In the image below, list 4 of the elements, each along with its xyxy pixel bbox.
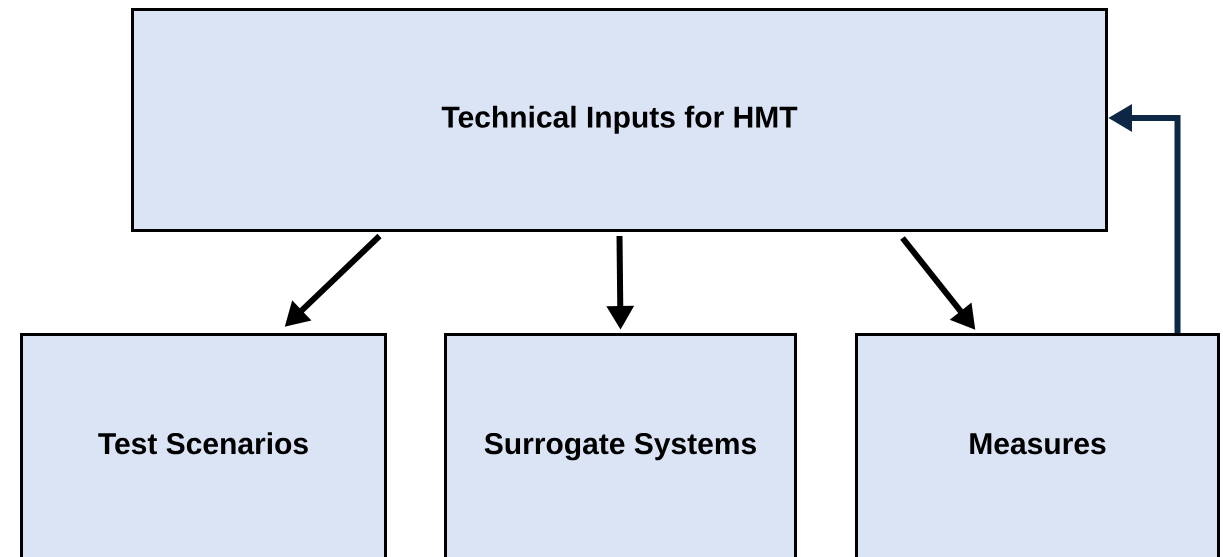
process-box: Surrogate Systems xyxy=(444,333,797,557)
process-box: Measures xyxy=(855,333,1220,557)
process-box: Technical Inputs for HMT xyxy=(131,8,1108,232)
process-box: Test Scenarios xyxy=(20,333,387,557)
